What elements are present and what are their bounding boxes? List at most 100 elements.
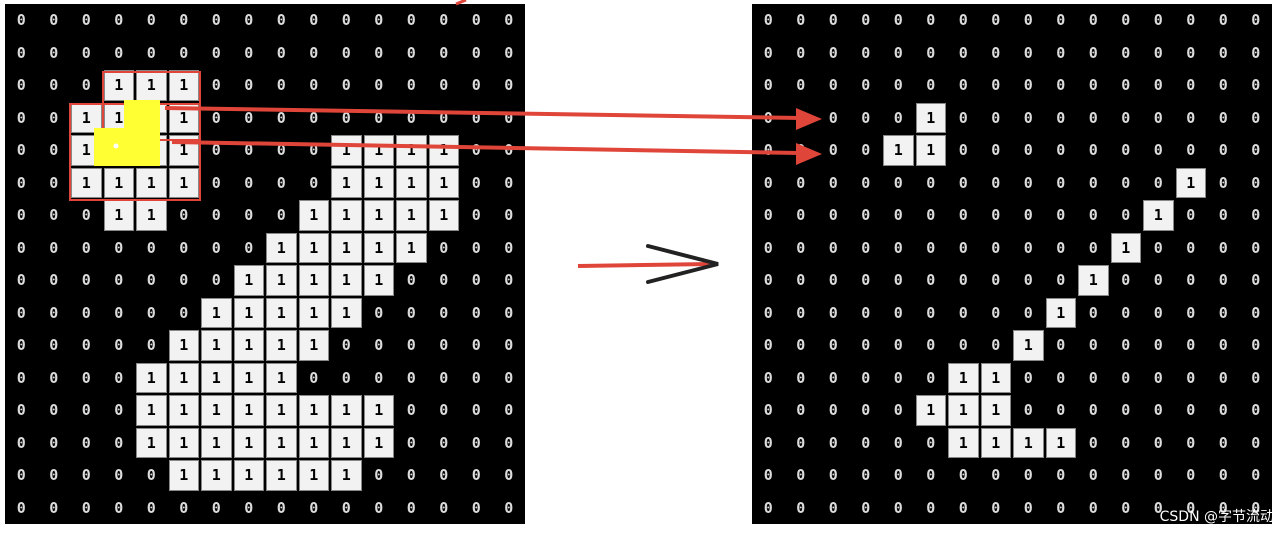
output-pixel-cell: 0 — [849, 394, 882, 427]
output-pixel-cell: 0 — [947, 491, 980, 524]
input-pixel-cell: 0 — [37, 199, 70, 232]
output-pixel-cell: 0 — [752, 4, 785, 37]
input-pixel-cell: 0 — [492, 231, 525, 264]
output-pixel-cell: 0 — [849, 426, 882, 459]
output-pixel-cell: 0 — [914, 426, 947, 459]
output-pixel-cell: 0 — [849, 36, 882, 69]
output-pixel-cell: 0 — [784, 394, 817, 427]
output-pixel-cell: 0 — [1044, 459, 1077, 492]
output-pixel-cell: 0 — [784, 491, 817, 524]
input-pixel-cell: 1 — [266, 330, 297, 361]
input-pixel-cell: 1 — [266, 232, 297, 263]
output-pixel-cell: 0 — [784, 361, 817, 394]
output-pixel-cell: 0 — [882, 459, 915, 492]
input-pixel-cell: 0 — [492, 296, 525, 329]
output-pixel-cell: 0 — [1142, 4, 1175, 37]
input-pixel-cell: 0 — [460, 166, 493, 199]
output-pixel-cell: 0 — [882, 69, 915, 102]
input-pixel-cell: 0 — [395, 296, 428, 329]
output-pixel-cell: 0 — [1174, 426, 1207, 459]
input-pixel-cell: 0 — [200, 69, 233, 102]
output-pixel-cell: 0 — [752, 264, 785, 297]
input-pixel-cell: 1 — [331, 427, 362, 458]
input-pixel-cell: 1 — [168, 427, 199, 458]
output-pixel-cell: 0 — [914, 296, 947, 329]
output-pixel-cell: 0 — [1044, 491, 1077, 524]
input-pixel-cell: 0 — [5, 134, 38, 167]
output-pixel-cell: 0 — [784, 4, 817, 37]
input-pixel-cell: 0 — [395, 491, 428, 524]
input-pixel-cell: 0 — [200, 101, 233, 134]
input-pixel-cell: 0 — [492, 199, 525, 232]
input-pixel-cell: 0 — [492, 329, 525, 362]
input-pixel-cell: 0 — [70, 264, 103, 297]
output-pixel-cell: 0 — [914, 166, 947, 199]
output-pixel-cell: 0 — [1044, 166, 1077, 199]
input-pixel-cell: 0 — [167, 296, 200, 329]
input-pixel-cell: 0 — [460, 491, 493, 524]
output-pixel-cell: 1 — [980, 395, 1011, 426]
input-pixel-cell: 0 — [232, 69, 265, 102]
output-pixel-cell: 0 — [817, 101, 850, 134]
output-pixel-cell: 0 — [979, 4, 1012, 37]
input-pixel-cell: 0 — [135, 36, 168, 69]
input-pixel-cell: 1 — [136, 362, 167, 393]
input-pixel-cell: 0 — [395, 4, 428, 37]
output-pixel-cell: 0 — [914, 69, 947, 102]
output-pixel-cell: 0 — [752, 296, 785, 329]
output-pixel-cell: 0 — [914, 199, 947, 232]
output-pixel-cell: 0 — [1077, 426, 1110, 459]
input-pixel-cell: 1 — [233, 330, 264, 361]
output-pixel-cell: 0 — [1012, 361, 1045, 394]
output-pixel-cell: 0 — [1109, 394, 1142, 427]
input-pixel-cell: 0 — [460, 361, 493, 394]
output-pixel-cell: 0 — [784, 134, 817, 167]
output-pixel-cell: 1 — [980, 362, 1011, 393]
output-pixel-cell: 0 — [1142, 329, 1175, 362]
input-pixel-cell: 0 — [492, 394, 525, 427]
input-pixel-cell: 0 — [330, 361, 363, 394]
output-pixel-cell: 0 — [882, 491, 915, 524]
output-pixel-cell: 0 — [1044, 231, 1077, 264]
input-pixel-cell: 0 — [232, 491, 265, 524]
input-pixel-cell: 1 — [266, 297, 297, 328]
input-pixel-cell: 0 — [5, 296, 38, 329]
output-pixel-cell: 0 — [1207, 101, 1240, 134]
input-pixel-cell: 0 — [102, 459, 135, 492]
output-pixel-cell: 0 — [1174, 394, 1207, 427]
output-pixel-cell: 0 — [1044, 361, 1077, 394]
input-pixel-cell: 0 — [37, 426, 70, 459]
input-pixel-cell: 0 — [102, 36, 135, 69]
input-pixel-cell: 0 — [460, 329, 493, 362]
output-pixel-cell: 0 — [1174, 4, 1207, 37]
output-pixel-cell: 0 — [1142, 101, 1175, 134]
transform-arrow-shaft — [577, 262, 711, 268]
input-pixel-cell: 1 — [298, 395, 329, 426]
output-pixel-cell: 1 — [1045, 427, 1076, 458]
output-pixel-cell: 0 — [1044, 69, 1077, 102]
input-pixel-cell: 0 — [70, 361, 103, 394]
input-pixel-cell: 0 — [395, 36, 428, 69]
output-pixel-cell: 0 — [882, 36, 915, 69]
output-pixel-cell: 0 — [1239, 231, 1272, 264]
output-pixel-cell: 0 — [1207, 361, 1240, 394]
output-pixel-cell: 0 — [914, 4, 947, 37]
output-pixel-cell: 0 — [849, 69, 882, 102]
output-pixel-cell: 1 — [1175, 167, 1206, 198]
input-pixel-cell: 0 — [167, 4, 200, 37]
input-pixel-cell: 1 — [168, 460, 199, 491]
input-pixel-cell: 0 — [70, 69, 103, 102]
input-pixel-cell: 0 — [362, 296, 395, 329]
output-pixel-cell: 0 — [752, 231, 785, 264]
input-pixel-cell: 0 — [5, 101, 38, 134]
output-pixel-cell: 0 — [1142, 491, 1175, 524]
output-pixel-cell: 0 — [1207, 36, 1240, 69]
output-pixel-cell: 0 — [752, 329, 785, 362]
output-pixel-cell: 1 — [915, 135, 946, 166]
output-pixel-cell: 0 — [1044, 394, 1077, 427]
input-pixel-cell: 0 — [460, 459, 493, 492]
input-pixel-cell: 0 — [460, 134, 493, 167]
input-pixel-cell: 1 — [266, 362, 297, 393]
input-pixel-cell: 0 — [232, 101, 265, 134]
